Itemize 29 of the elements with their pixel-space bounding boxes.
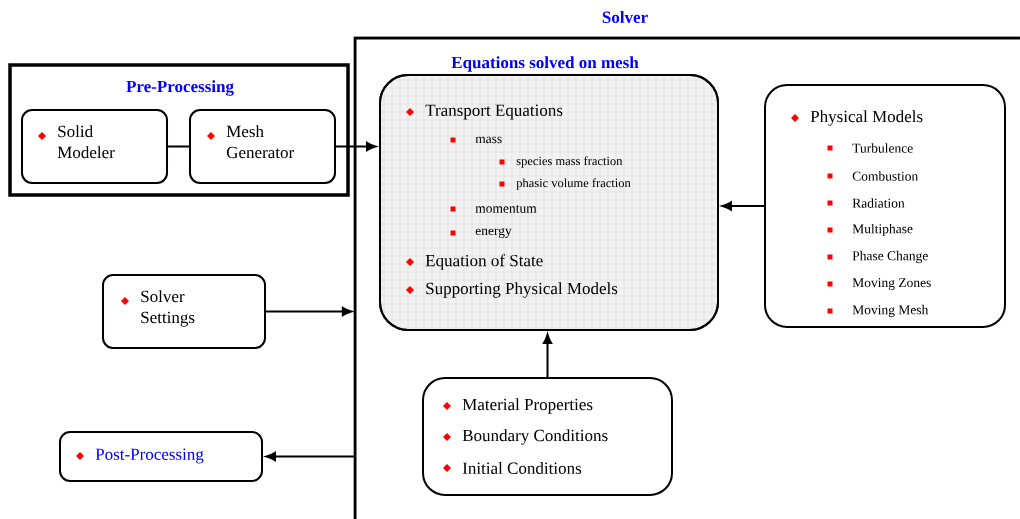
list-item: Radiation [827, 198, 905, 208]
list-item: momentum [450, 205, 537, 213]
arrow [721, 201, 765, 211]
list-item: Multiphase [827, 223, 913, 237]
list-item: Phase Change [827, 250, 928, 264]
list-item: Transport Equations [406, 104, 563, 120]
list-item: Combustion [827, 171, 918, 181]
process-box: Post-Processing [59, 431, 263, 482]
list-item: Physical Models [791, 110, 923, 126]
list-item: Initial Conditions [443, 462, 582, 474]
list-item: Equation of State [406, 254, 543, 270]
list-item: Moving Mesh [827, 304, 929, 318]
list-item: mass [450, 136, 502, 144]
list-item: Boundary Conditions [443, 429, 608, 445]
arrow [265, 451, 356, 462]
arrow [335, 141, 377, 152]
process-box: Solver Settings [102, 274, 266, 349]
list-item: Material Properties [443, 398, 593, 414]
list-item: Moving Zones [827, 278, 931, 290]
arrow [542, 333, 553, 378]
box-heading: Equations solved on mesh [451, 56, 639, 72]
list-item: Supporting Physical Models [406, 282, 618, 298]
arrow [265, 306, 353, 317]
list-item: species mass fraction [499, 156, 623, 168]
list-item: energy [450, 228, 512, 238]
list-item: phasic volume fraction [499, 178, 631, 190]
process-box: Solid Modeler [21, 109, 168, 184]
list-item: Turbulence [827, 143, 913, 153]
process-box: Mesh Generator [189, 109, 336, 184]
